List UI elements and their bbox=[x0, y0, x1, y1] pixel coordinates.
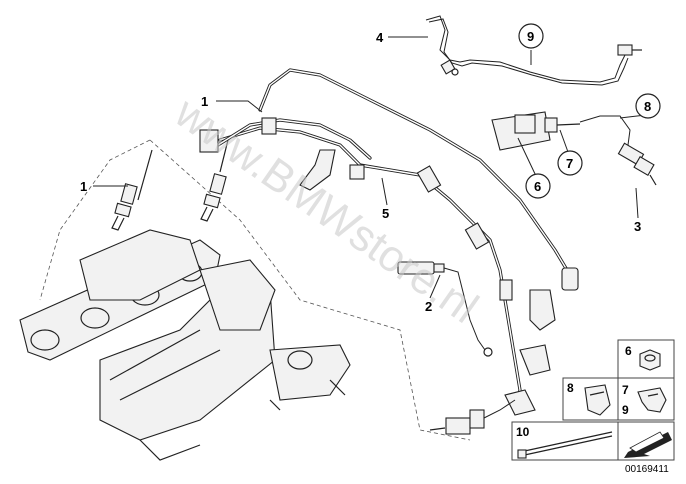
leader-lines bbox=[93, 36, 647, 299]
engine-outline bbox=[39, 139, 471, 441]
callout-4: 4 bbox=[376, 30, 384, 45]
holder-icon bbox=[584, 384, 611, 416]
callout-2: 2 bbox=[425, 299, 432, 314]
callout-6-circle bbox=[525, 173, 551, 199]
legend-label-8: 8 bbox=[567, 381, 574, 395]
callout-3: 3 bbox=[634, 219, 641, 234]
callout-6: 6 bbox=[534, 179, 541, 194]
oxygen-sensor-left bbox=[111, 149, 153, 231]
callout-9-circle bbox=[518, 23, 544, 49]
legend-label-6: 6 bbox=[625, 344, 632, 358]
bottom-connector bbox=[429, 399, 516, 435]
oxygen-sensor-mid bbox=[200, 139, 229, 222]
callout-1-left: 1 bbox=[80, 179, 87, 194]
callout-1-top: 1 bbox=[201, 94, 208, 109]
oxygen-sensor-8 bbox=[579, 115, 657, 186]
legend-label-10: 10 bbox=[516, 425, 530, 439]
exhaust-manifold bbox=[19, 229, 351, 461]
callout-7: 7 bbox=[566, 156, 573, 171]
sensor-module bbox=[491, 111, 581, 151]
callout-5: 5 bbox=[382, 206, 389, 221]
wiring-harness bbox=[199, 68, 579, 416]
callout-8-circle bbox=[635, 93, 661, 119]
callout-9: 9 bbox=[527, 29, 534, 44]
oxygen-sensor-2 bbox=[397, 261, 493, 357]
callout-7-circle bbox=[557, 150, 583, 176]
direction-arrow-icon bbox=[624, 431, 672, 458]
nut-icon bbox=[639, 349, 661, 371]
legend-label-7: 7 bbox=[622, 383, 629, 397]
clip-icon bbox=[637, 387, 667, 413]
cable-tie-icon bbox=[517, 431, 613, 459]
legend-panel bbox=[511, 339, 675, 461]
diagram-code: 00169411 bbox=[625, 464, 669, 475]
legend-label-9: 9 bbox=[622, 403, 629, 417]
callout-8: 8 bbox=[644, 99, 651, 114]
upper-sensor-cable bbox=[425, 15, 642, 86]
